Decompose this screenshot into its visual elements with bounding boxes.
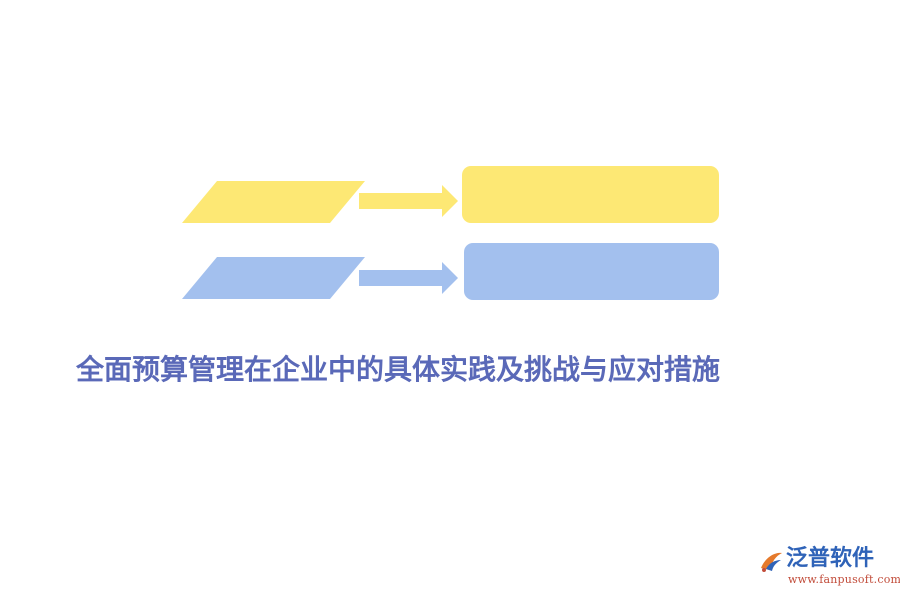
parallelogram-1: [182, 181, 365, 223]
box-1: [462, 166, 719, 223]
page-title: 全面预算管理在企业中的具体实践及挑战与应对措施: [76, 353, 721, 386]
fanpu-logo-icon: [761, 552, 782, 572]
brand-logo[interactable]: 泛普软件 www.fanpusoft.com: [758, 544, 900, 588]
flow-row-2: [182, 243, 719, 300]
arrow-2: [359, 262, 458, 294]
logo-name: 泛普软件: [786, 546, 875, 571]
flow-diagram: [182, 166, 719, 300]
flow-row-1: [182, 166, 719, 223]
logo-url: www.fanpusoft.com: [788, 573, 900, 586]
arrow-1: [359, 185, 458, 217]
box-2: [464, 243, 719, 300]
parallelogram-2: [182, 257, 365, 299]
